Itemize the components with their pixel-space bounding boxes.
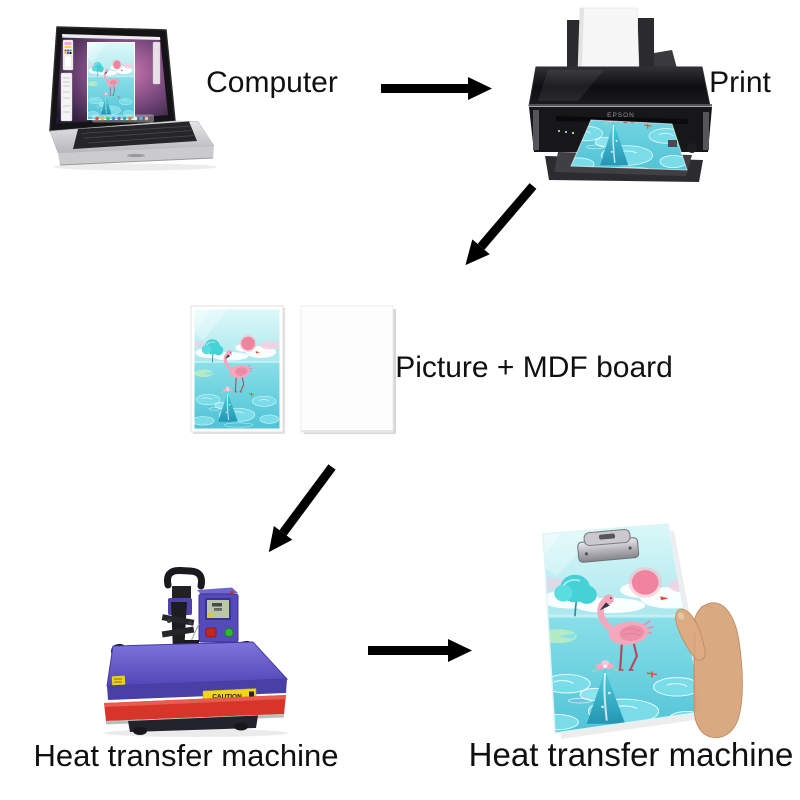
editor-tool-palette <box>60 39 161 122</box>
picture-print <box>190 305 285 434</box>
thumb <box>675 608 706 661</box>
clipboard-clip <box>577 529 640 563</box>
printer-brand-text: EPSON <box>607 112 635 119</box>
label-computer: Computer <box>206 66 338 99</box>
caution-text: CAUTION <box>212 694 242 701</box>
lower-platen <box>106 641 289 687</box>
laptop-shadow <box>53 163 217 171</box>
blank-paper-sheet <box>577 7 640 69</box>
flamingo-artwork-on-screen <box>87 42 135 120</box>
label-heat-transfer-machine-left: Heat transfer machine <box>33 738 339 773</box>
arrow-right-icon-1 <box>381 77 492 100</box>
printer-left-trim <box>533 110 539 150</box>
press-arm <box>171 602 187 652</box>
green-button <box>224 627 234 638</box>
arrow-diagonal-icon-2 <box>268 464 336 553</box>
control-box <box>197 587 239 643</box>
thumbnail <box>677 612 685 620</box>
printer-knob <box>687 143 697 153</box>
printer-illustration: EPSON <box>528 7 712 182</box>
arrow-diagonal-icon-1 <box>465 183 537 266</box>
mdf-board <box>300 305 396 434</box>
menu-bar <box>62 34 161 40</box>
press-handle <box>164 567 205 590</box>
laptop-illustration <box>49 26 217 171</box>
dock <box>92 114 154 123</box>
output-slot <box>556 116 688 124</box>
red-button <box>205 627 217 638</box>
hand <box>675 602 743 739</box>
arrow-right-icon-2 <box>368 639 472 662</box>
paper-guide-right <box>638 18 654 68</box>
label-heat-transfer-machine-right: Heat transfer machine <box>468 736 794 773</box>
machine-base <box>128 715 258 732</box>
small-warning-sticker <box>111 675 126 686</box>
heat-press-illustration: CAUTION <box>104 567 289 737</box>
label-picture-mdf-board: Picture + MDF board <box>395 351 673 384</box>
printer-right-trim <box>703 112 709 150</box>
label-print: Print <box>709 66 771 99</box>
clipboard-result <box>542 523 743 739</box>
palm <box>693 602 743 739</box>
